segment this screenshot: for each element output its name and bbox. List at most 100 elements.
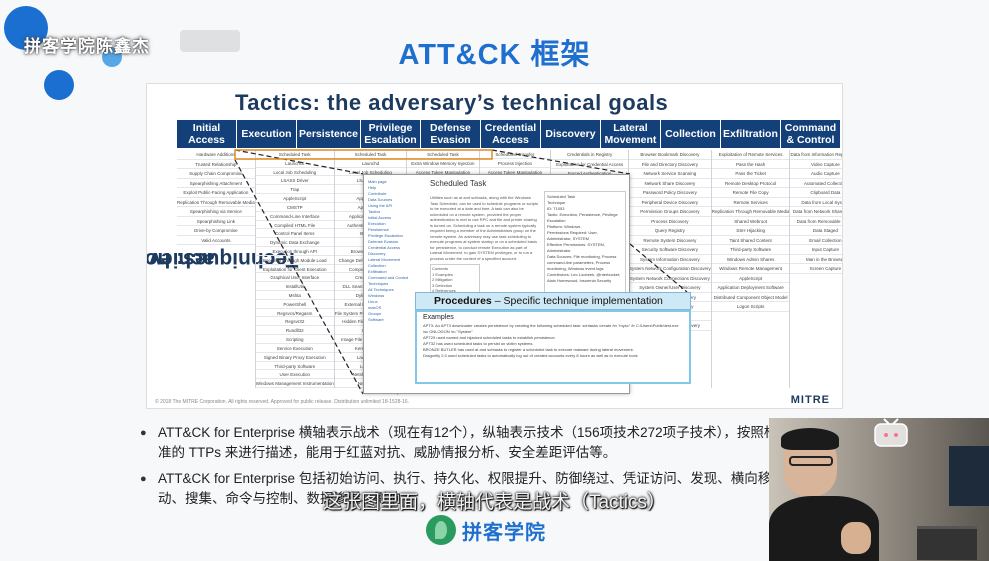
procedures-banner-bold: Procedures — [434, 295, 492, 307]
technique-cell: Peripheral Device Discovery — [628, 198, 711, 207]
technique-cell: Process Discovery — [628, 217, 711, 226]
technique-cell: Launchctl — [255, 159, 334, 168]
technique-cell: Extra Window Memory Injection — [407, 159, 479, 168]
technique-cell: Application Deployment Software — [711, 283, 790, 293]
logo-text: 拼客学院 — [462, 521, 546, 544]
watermark-blur — [180, 30, 240, 52]
technique-cell: Mshta — [255, 291, 334, 300]
contents-item: Contents — [432, 266, 449, 271]
technique-cell: Scheduled Task — [255, 150, 334, 159]
technique-cell: AppleScript — [711, 274, 790, 283]
technique-cell: Clipboard Data — [790, 188, 842, 198]
technique-cell: Drive-by Compromise — [177, 226, 255, 236]
nav-link: Privilege Escalation — [368, 233, 403, 238]
technique-cell: Windows Remote Management — [711, 264, 790, 274]
webcam-laptop — [917, 526, 977, 560]
examples-title: Examples — [423, 314, 454, 321]
infobox-row: Scheduled Task — [547, 194, 576, 199]
technique-body: Utilities such as at and schtasks, along… — [430, 195, 540, 296]
technique-cell: Security Software Discovery — [628, 245, 711, 255]
nav-link: Tactics — [368, 209, 381, 214]
technique-cell: LSASS Driver — [255, 176, 334, 186]
nav-link: macOS — [368, 305, 382, 310]
mitre-logo: MITRE — [790, 394, 830, 406]
presenter-hair — [781, 428, 839, 450]
technique-cell: Pass the Ticket — [711, 169, 790, 179]
slide-title: ATT&CK 框架 — [398, 39, 591, 71]
presenter-webcam — [769, 418, 989, 561]
tactic-header: Command & Control — [780, 120, 841, 148]
infobox-row: Tactic: Execution, Persistence, Privileg… — [547, 212, 618, 223]
copyright: © 2018 The MITRE Corporation. All rights… — [155, 399, 409, 405]
technique-cell: Exploitation of Remote Services — [711, 150, 790, 160]
example-item: APT32 has used scheduled tasks to persis… — [423, 341, 534, 346]
technique-cell: Compiled HTML File — [255, 221, 334, 230]
nav-link: Defense Evasion — [368, 239, 399, 244]
technique-column: Data from Information RepositoriesVideo … — [790, 150, 842, 388]
logo-icon — [426, 515, 456, 545]
technique-cell: Spearphishing Attachment — [177, 179, 255, 188]
brand-logo: 拼客学院 — [426, 515, 546, 545]
infobox-row: Contributors: Leo Loobeek, @nterbucket; … — [547, 272, 621, 283]
technique-cell: System Network Connections Discovery — [628, 274, 711, 283]
technique-cell: Exploitation for Credential Access — [551, 160, 628, 169]
technique-cell: Hardware Additions — [177, 150, 255, 160]
tactic-header: Privilege Escalation — [360, 120, 421, 148]
technique-cell: Remote Services — [711, 198, 790, 207]
technique-cell: Taint Shared Content — [711, 236, 790, 245]
technique-cell: Man in the Browser — [790, 255, 842, 264]
technique-cell: Spearphishing via Service — [177, 207, 255, 217]
nav-link: Contribute — [368, 191, 387, 196]
nav-link: Using the API — [368, 203, 393, 208]
nav-link: Main page — [368, 179, 387, 184]
contents-item: 1 Examples — [432, 271, 453, 277]
tv-icon[interactable] — [872, 418, 910, 450]
nav-link: Collection — [368, 263, 386, 268]
technique-cell: Valid Accounts — [177, 236, 255, 245]
tactic-header: Lateral Movement — [600, 120, 661, 148]
tactic-header: Execution — [237, 120, 297, 148]
technique-cell: Windows Management Instrumentation — [255, 381, 334, 388]
infobox-row: Technique — [547, 200, 566, 205]
technique-cell: Supply Chain Compromise — [177, 169, 255, 179]
video-subtitle: 这张图里面，横轴代表是战术（Tactics） — [322, 492, 667, 513]
nav-link: All Techniques — [368, 287, 394, 292]
procedures-banner-text: – Specific technique implementation — [494, 295, 663, 307]
technique-cell: Regsvr32 — [255, 317, 334, 327]
technique-cell: InstallUtil — [255, 282, 334, 291]
examples-list: APT3: An APT3 downloader creates persist… — [423, 323, 683, 359]
technique-cell: Local Job Scheduling — [255, 168, 334, 177]
technique-cell: Remote System Discovery — [628, 236, 711, 245]
technique-cell: Scheduled Task — [334, 150, 407, 159]
nav-link: Exfiltration — [368, 269, 387, 274]
watermark: 拼客学院陈鑫杰 — [24, 37, 150, 56]
technique-cell: Data from Local System — [790, 198, 842, 207]
technique-cell: Exploit Public-Facing Application — [177, 188, 255, 198]
technique-cell: Execution through Module Load — [255, 256, 334, 265]
figure-title: Tactics: the adversary’s technical goals — [235, 90, 669, 115]
technique-cell: Trap — [255, 185, 334, 195]
technique-cell: Scripting — [255, 335, 334, 344]
technique-cell: Exploitation for Client Execution — [255, 265, 334, 274]
technique-cell: Windows Admin Shares — [711, 255, 790, 264]
technique-cell: Execution through API — [255, 247, 334, 256]
technique-cell: Logon Scripts — [711, 302, 790, 312]
technique-cell: Dynamic Data Exchange — [255, 238, 334, 247]
nav-link: Groups — [368, 311, 382, 316]
technique-cell: Replication Through Removable Media — [711, 207, 790, 217]
technique-cell: Audio Capture — [790, 169, 842, 179]
technique-cell: Data Staged — [790, 226, 842, 236]
tactic-header: Credential Access — [480, 120, 541, 148]
bullet-item: ATT&CK for Enterprise 横轴表示战术（现在有12个），纵轴表… — [140, 423, 780, 463]
nav-link: Execution — [368, 221, 386, 226]
nav-link: Help — [368, 185, 377, 190]
technique-cell: Remote File Copy — [711, 188, 790, 198]
technique-cell: System Network Configuration Discovery — [628, 264, 711, 274]
technique-cell: SSH Hijacking — [711, 226, 790, 236]
webcam-monitor — [949, 446, 989, 506]
